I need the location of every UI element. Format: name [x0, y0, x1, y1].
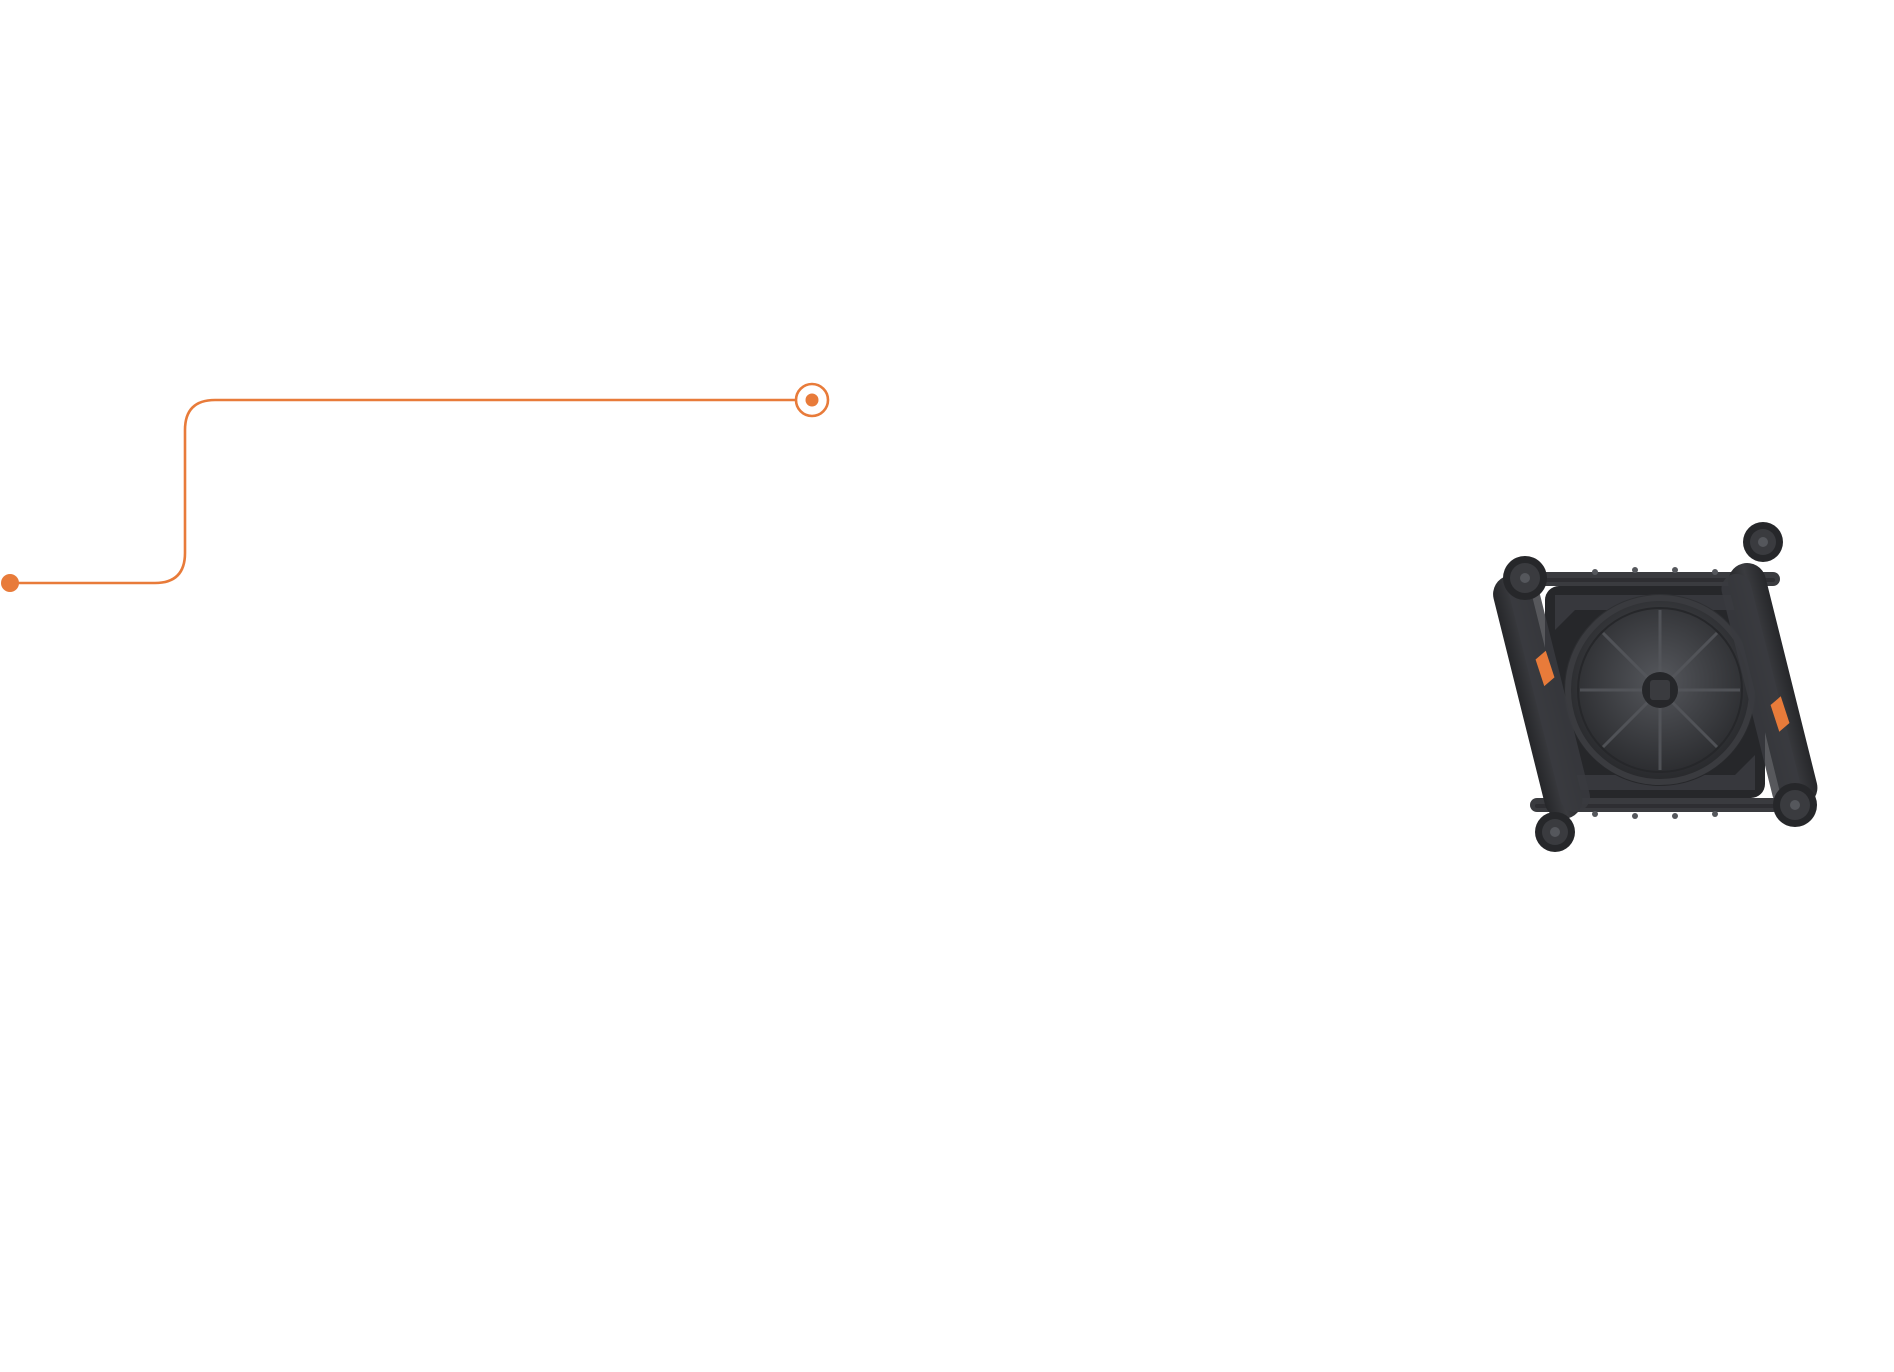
callout-start-dot [1, 574, 19, 592]
callout-end-dot [805, 393, 819, 407]
drone-hub [1564, 594, 1756, 786]
folded-drone-icon [1493, 522, 1818, 852]
drone-motors [1503, 522, 1817, 852]
propeller-left [1493, 575, 1591, 819]
propeller-right [1721, 563, 1818, 808]
callout-line [8, 398, 814, 585]
callout-leader [1, 382, 830, 592]
